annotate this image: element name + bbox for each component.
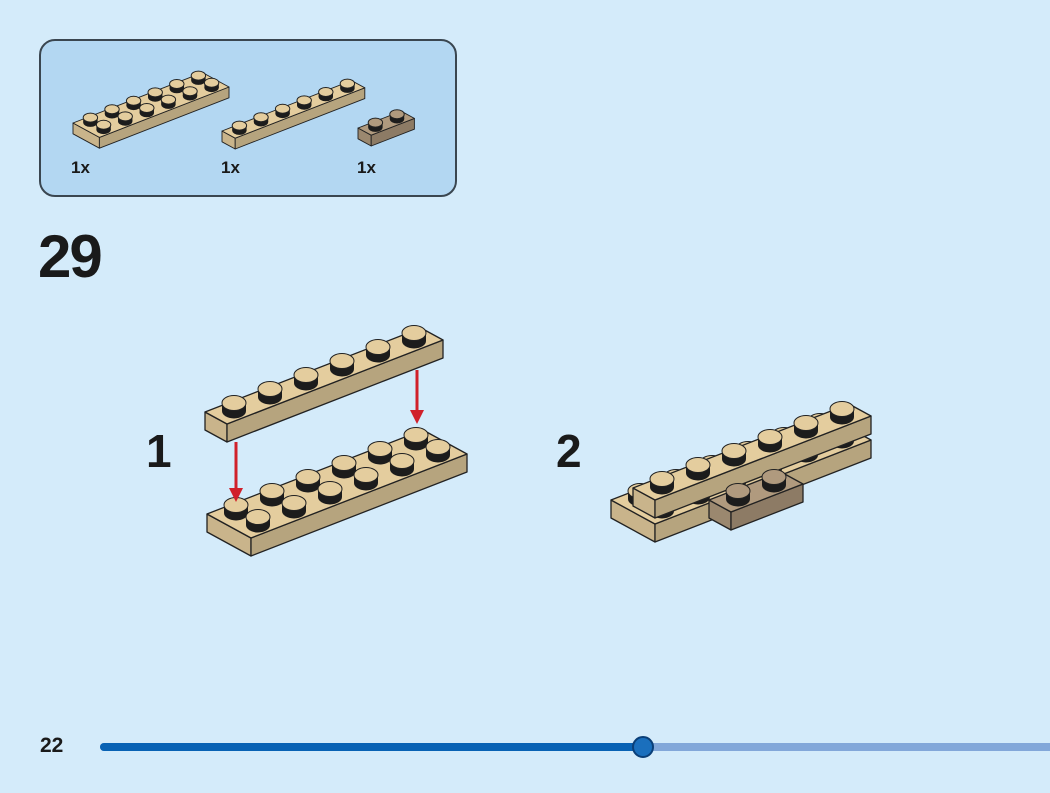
stud-top [231,120,248,131]
step-number: 29 [38,223,103,290]
stud-top [331,455,357,471]
stud-top [367,441,393,457]
stud-top [125,95,142,106]
stud-top [245,509,271,525]
stud-top [139,103,155,113]
stud-top [317,481,343,497]
stud-top [685,457,711,473]
stud-top [104,104,120,115]
progress-fill [100,743,642,751]
stud-top [221,395,247,411]
stud-top [721,443,747,459]
progress-handle[interactable] [631,736,654,758]
stud-top [259,483,285,499]
part-count: 1x [221,158,240,177]
stud-top [403,427,429,443]
stud-top [182,86,198,97]
stud-top [353,467,379,483]
stud-top [425,439,451,455]
stud-top [203,77,220,88]
stud-top [367,117,384,128]
stud-top [293,367,319,383]
page-progress-slider[interactable] [100,736,1050,758]
arrow-icon [410,410,424,424]
stud-top [318,87,334,97]
stud-top [296,95,312,106]
substep-number: 2 [556,425,582,477]
stud-top [169,79,185,89]
stud-top [190,70,207,81]
part-count: 1x [357,158,376,177]
stud-top [389,109,405,120]
stud-top [257,381,283,397]
stud-top [401,325,427,341]
stud-top [329,353,355,369]
stud-top [82,112,99,123]
stud-top [160,94,177,105]
stud-top [117,111,133,122]
stud-top [757,429,783,445]
stud-top [725,483,751,499]
substep-number: 1 [146,425,172,477]
stud-top [649,471,675,487]
stud-top [389,453,415,469]
stud-top [339,78,356,89]
stud-top [253,112,269,123]
stud-top [295,469,321,485]
stud-top [281,495,307,511]
stud-top [95,119,112,130]
part-count: 1x [71,158,90,177]
stud-top [365,339,391,355]
arrow-icon [229,488,243,502]
stud-top [793,415,819,431]
page-number: 22 [40,734,64,757]
stud-top [147,87,163,98]
stud-top [761,469,787,485]
stud-top [829,401,855,417]
stud-top [274,103,291,114]
